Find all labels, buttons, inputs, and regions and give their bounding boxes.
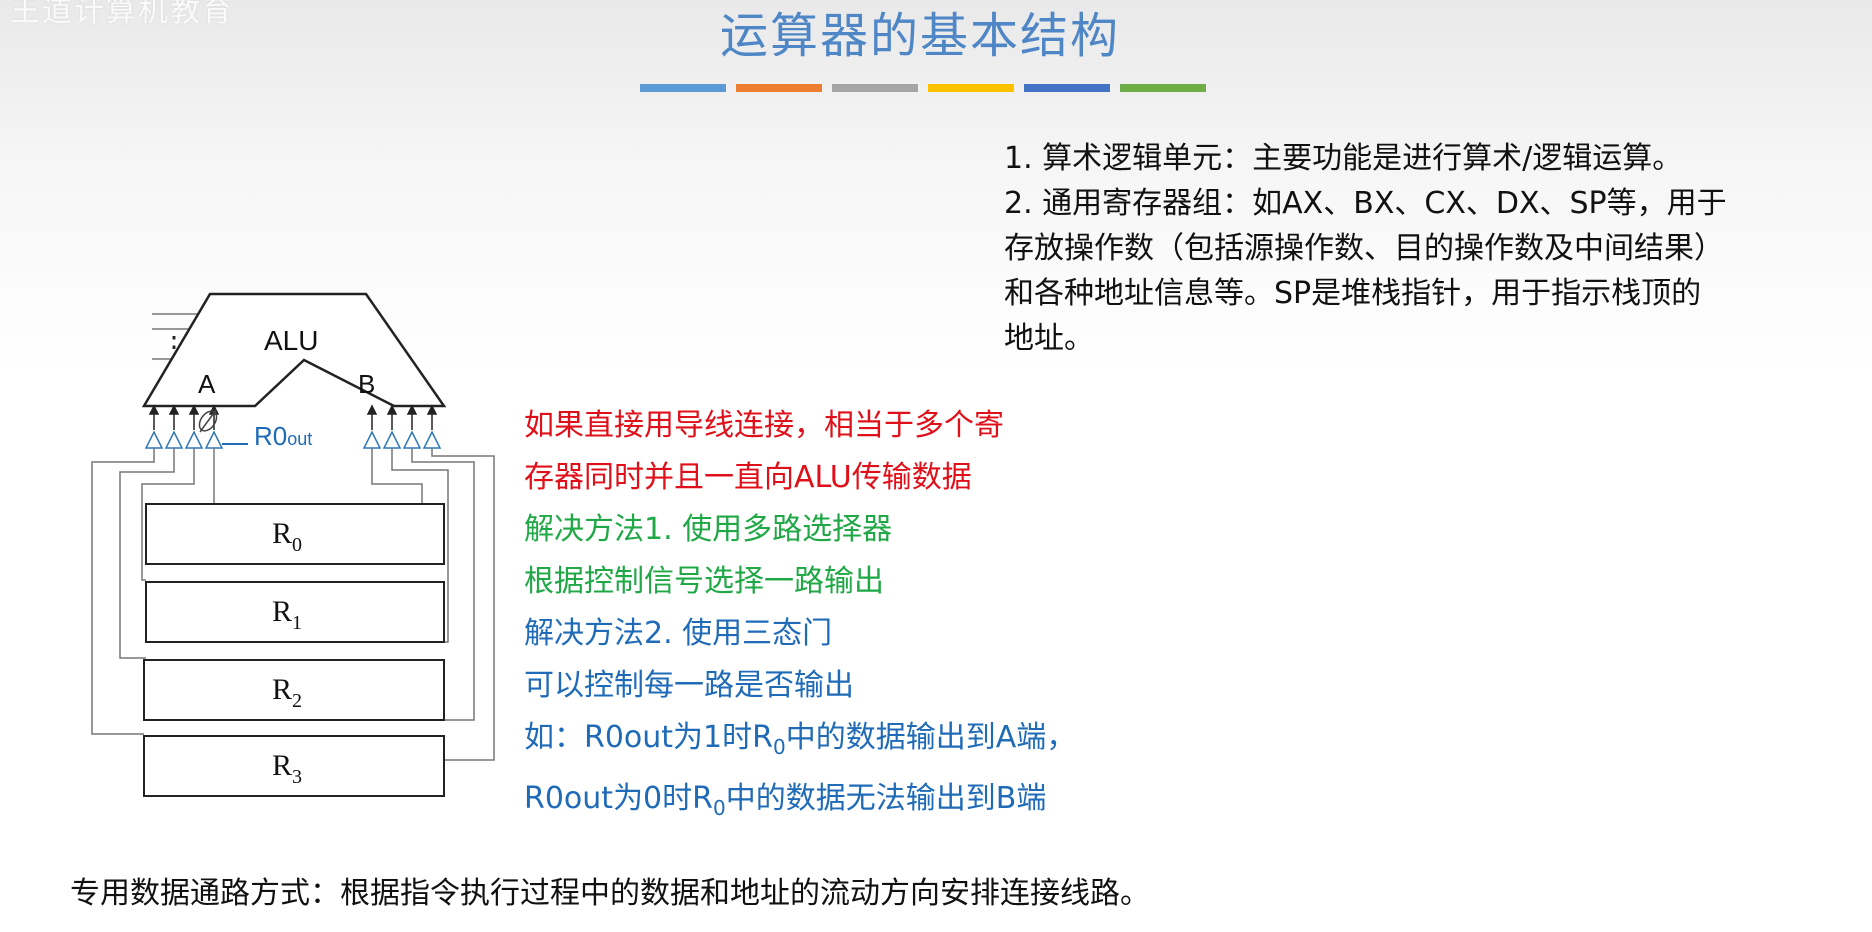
register-letter: R: [272, 595, 292, 628]
example-text: 如：R0out为1时R: [524, 720, 773, 755]
example-line: 如：R0out为1时R0中的数据输出到A端，: [524, 712, 1224, 773]
register-r3: R3: [143, 735, 445, 797]
description-item-registers-line: 2. 通用寄存器组：如AX、BX、CX、DX、SP等，用于: [1004, 186, 1727, 221]
input-arrows-b: [366, 404, 438, 430]
description-block: 1. 算术逻辑单元：主要功能是进行算术/逻辑运算。 2. 通用寄存器组：如AX、…: [1004, 136, 1864, 361]
description-item-registers-line: 存放操作数（包括源操作数、目的操作数及中间结果）: [1004, 231, 1724, 266]
color-bar: [1024, 84, 1110, 92]
slide-title: 运算器的基本结构: [719, 8, 1120, 64]
tristate-buffers-a: [144, 430, 224, 449]
solution2-title: 解决方法2. 使用三态门: [524, 616, 833, 651]
register-wiring: [91, 448, 495, 761]
register-r3-label: R3: [272, 749, 302, 788]
register-subscript: 3: [292, 766, 302, 788]
problem-line: 存器同时并且一直向ALU传输数据: [524, 460, 972, 495]
r0out-label-suffix: out: [287, 429, 312, 449]
register-r2: R2: [143, 659, 445, 721]
color-bar: [832, 84, 918, 92]
register-letter: R: [272, 517, 292, 550]
problem-line: 如果直接用导线连接，相当于多个寄: [524, 408, 1004, 443]
color-bar: [1120, 84, 1206, 92]
title-color-bars: [640, 84, 1206, 92]
register-letter: R: [272, 749, 292, 782]
tristate-buffers-b: [362, 430, 442, 449]
example-text: 中的数据输出到A端，: [785, 720, 1077, 755]
description-item-alu: 1. 算术逻辑单元：主要功能是进行算术/逻辑运算。: [1004, 141, 1683, 176]
color-bar: [928, 84, 1014, 92]
register-r1: R1: [145, 581, 445, 643]
example-text: 中的数据无法输出到B端: [725, 781, 1047, 816]
example-subscript: 0: [713, 796, 726, 820]
example-line: R0out为0时R0中的数据无法输出到B端: [524, 773, 1224, 834]
description-item-registers-line: 和各种地址信息等。SP是堆栈指针，用于指示栈顶的: [1004, 276, 1702, 311]
register-subscript: 0: [292, 534, 302, 556]
color-bar: [736, 84, 822, 92]
example-subscript: 0: [773, 735, 786, 759]
register-r0-label: R0: [272, 517, 302, 556]
watermark-text: 王道计算机教育: [10, 0, 234, 29]
r0out-label-prefix: R0: [254, 421, 287, 451]
color-bar: [640, 84, 726, 92]
r0out-label: R0out: [254, 421, 312, 451]
solution1-detail: 根据控制信号选择一路输出: [524, 564, 884, 599]
solution1-title: 解决方法1. 使用多路选择器: [524, 512, 893, 547]
alu-register-diagram: ⋮ ALU A B R0out: [91, 292, 495, 797]
register-r2-label: R2: [272, 673, 302, 712]
description-item-registers-line: 地址。: [1004, 321, 1094, 356]
register-letter: R: [272, 673, 292, 706]
register-subscript: 2: [292, 690, 302, 712]
solution2-detail: 可以控制每一路是否输出: [524, 668, 854, 703]
r0out-control: [198, 409, 248, 445]
footer-note: 专用数据通路方式：根据指令执行过程中的数据和地址的流动方向安排连接线路。: [70, 876, 1150, 911]
input-arrows-a: [148, 404, 220, 430]
alu-input-a-label: A: [198, 369, 216, 399]
explanation-notes: 如果直接用导线连接，相当于多个寄 存器同时并且一直向ALU传输数据 解决方法1.…: [524, 400, 1224, 834]
register-r0: R0: [145, 503, 445, 565]
alu-input-b-label: B: [358, 369, 375, 399]
register-subscript: 1: [292, 612, 302, 634]
alu-label: ALU: [264, 325, 318, 356]
alu-shape: [141, 292, 447, 408]
example-text: R0out为0时R: [524, 781, 713, 816]
register-r1-label: R1: [272, 595, 302, 634]
